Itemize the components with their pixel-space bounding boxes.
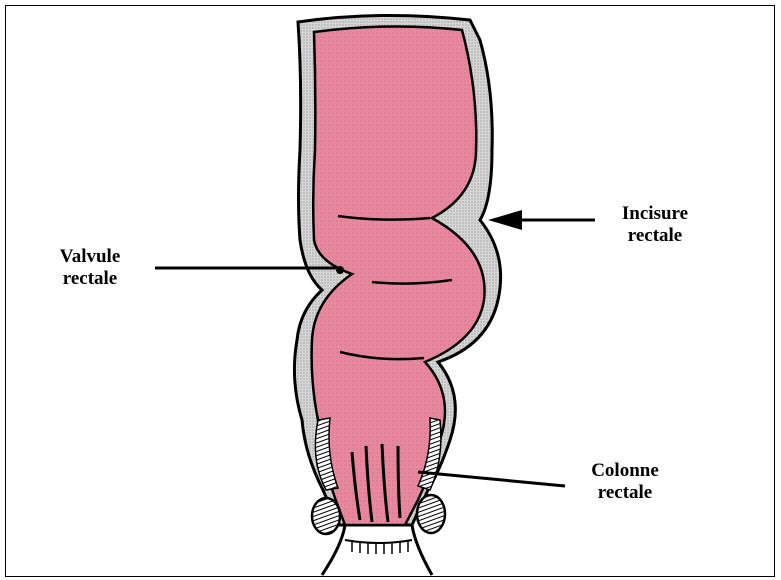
anal-canal	[322, 525, 432, 575]
label-incisure-line2: rectale	[600, 225, 710, 247]
label-valvule-line1: Valvule	[40, 246, 140, 268]
external-sphincter-left	[312, 498, 340, 534]
label-colonne-line1: Colonne	[570, 460, 680, 482]
label-incisure-line1: Incisure	[600, 203, 710, 225]
anal-edge	[345, 540, 412, 543]
label-colonne-line2: rectale	[570, 482, 680, 504]
colonne-leader-line	[418, 472, 565, 486]
label-valvule-rectale: Valvule rectale	[40, 246, 140, 290]
valve-knob	[336, 266, 344, 274]
external-sphincter-right	[417, 495, 445, 533]
incisure-arrowhead	[488, 210, 522, 230]
label-valvule-line2: rectale	[40, 268, 140, 290]
label-incisure-rectale: Incisure rectale	[600, 203, 710, 247]
label-colonne-rectale: Colonne rectale	[570, 460, 680, 504]
